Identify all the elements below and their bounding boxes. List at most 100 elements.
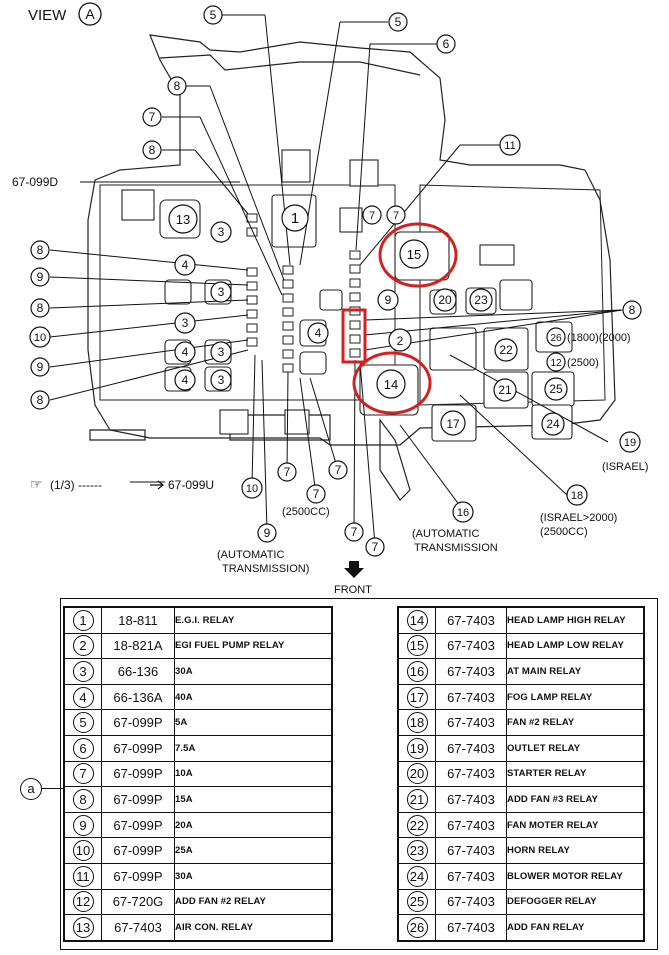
callout-18: 18 bbox=[571, 490, 583, 502]
part-number: 10 bbox=[72, 840, 94, 862]
part-number: 18 bbox=[406, 712, 428, 734]
box-num-4d: 4 bbox=[315, 326, 322, 340]
box-num-17: 17 bbox=[446, 417, 460, 431]
part-number: 16 bbox=[406, 660, 428, 682]
part-number-cell: 12 bbox=[64, 888, 102, 916]
table-callout: a bbox=[20, 778, 42, 800]
fuse-column-right bbox=[349, 250, 361, 358]
view-letter: A bbox=[85, 6, 95, 22]
part-code: 67-7403 bbox=[101, 914, 175, 941]
part-description: OUTLET RELAY bbox=[506, 734, 644, 762]
part-description: HEAD LAMP HIGH RELAY bbox=[506, 607, 644, 634]
part-description: FAN #2 RELAY bbox=[506, 709, 644, 736]
part-number: 3 bbox=[72, 660, 94, 682]
callout-8a: 8 bbox=[174, 79, 181, 93]
part-description: 7.5A bbox=[174, 734, 332, 762]
note-israel: (ISRAEL) bbox=[602, 461, 648, 473]
part-number: 14 bbox=[406, 609, 428, 631]
box-num-24: 24 bbox=[546, 417, 560, 431]
callout-19: 19 bbox=[624, 437, 636, 449]
part-code: 67-7403 bbox=[435, 683, 507, 711]
part-code: 18-821A bbox=[101, 632, 175, 660]
part-number-cell: 25 bbox=[398, 888, 436, 916]
box-num-20: 20 bbox=[438, 293, 452, 307]
part-number: 5 bbox=[72, 712, 94, 734]
callout-10a: 10 bbox=[34, 332, 46, 344]
callout-8d: 8 bbox=[37, 301, 44, 315]
view-label: VIEW bbox=[28, 7, 67, 24]
part-description: BLOWER MOTOR RELAY bbox=[506, 862, 644, 890]
part-number: 12 bbox=[72, 891, 94, 913]
part-code: 67-7403 bbox=[435, 811, 507, 839]
callout-labels: 5 5 6 8 7 8 8 9 8 10 9 8 11 8 19 18 16 1… bbox=[34, 8, 636, 554]
note-at-right-2: TRANSMISSION bbox=[414, 542, 498, 554]
callout-8e: 8 bbox=[37, 393, 44, 407]
part-number: 13 bbox=[72, 916, 94, 938]
part-number-cell: 1 bbox=[64, 607, 102, 634]
part-number: 8 bbox=[72, 788, 94, 810]
part-code: 67-099P bbox=[101, 760, 175, 788]
ref-arrow-hand-icon: ☞ bbox=[30, 476, 43, 492]
part-number: 24 bbox=[406, 865, 428, 887]
part-number-cell: 6 bbox=[64, 734, 102, 762]
box-num-26: 26 bbox=[550, 333, 562, 344]
box-num-15: 15 bbox=[407, 247, 421, 262]
box-num-22: 22 bbox=[499, 343, 513, 357]
ref-arrow-icon bbox=[150, 480, 164, 490]
part-number-cell: 5 bbox=[64, 709, 102, 736]
box-num-1: 1 bbox=[291, 210, 299, 227]
note-at-right-1: (AUTOMATIC bbox=[412, 528, 479, 540]
red-highlights bbox=[341, 222, 458, 415]
part-number: 26 bbox=[406, 916, 428, 938]
part-description: FOG LAMP RELAY bbox=[506, 683, 644, 711]
part-description: HEAD LAMP LOW RELAY bbox=[506, 632, 644, 660]
note-12: (2500) bbox=[567, 357, 599, 369]
part-code: 67-7403 bbox=[435, 862, 507, 890]
callout-8b: 8 bbox=[149, 143, 156, 157]
note-at-left-2: TRANSMISSION) bbox=[222, 563, 309, 575]
callout-7e: 7 bbox=[351, 525, 358, 539]
callout-7b: 7 bbox=[284, 465, 291, 479]
highlight-relay-14 bbox=[352, 351, 432, 415]
part-number: 9 bbox=[72, 814, 94, 836]
part-number: 21 bbox=[406, 788, 428, 810]
part-number: 25 bbox=[406, 891, 428, 913]
box-num-4a: 4 bbox=[182, 258, 189, 272]
part-code: 67-7403 bbox=[435, 709, 507, 736]
part-number-cell: 7 bbox=[64, 760, 102, 788]
part-code: 67-7403 bbox=[435, 760, 507, 788]
callout-5b: 5 bbox=[395, 15, 402, 29]
box-num-23: 23 bbox=[474, 293, 488, 307]
part-code: 67-7403 bbox=[435, 837, 507, 864]
part-number: 6 bbox=[72, 737, 94, 759]
part-number-cell: 9 bbox=[64, 811, 102, 839]
part-description: 30A bbox=[174, 658, 332, 685]
part-code: 67-7403 bbox=[435, 658, 507, 685]
part-number-cell: 3 bbox=[64, 658, 102, 685]
front-label: FRONT bbox=[334, 584, 372, 596]
callout-9b: 9 bbox=[37, 360, 44, 374]
box-num-4c: 4 bbox=[182, 373, 189, 387]
part-number-cell: 18 bbox=[398, 709, 436, 736]
box-num-13: 13 bbox=[176, 212, 190, 227]
part-number: 23 bbox=[406, 840, 428, 862]
box-num-3a: 3 bbox=[218, 225, 225, 239]
box-num-4b: 4 bbox=[182, 345, 189, 359]
part-number-cell: 16 bbox=[398, 658, 436, 685]
box-num-25: 25 bbox=[549, 382, 563, 396]
